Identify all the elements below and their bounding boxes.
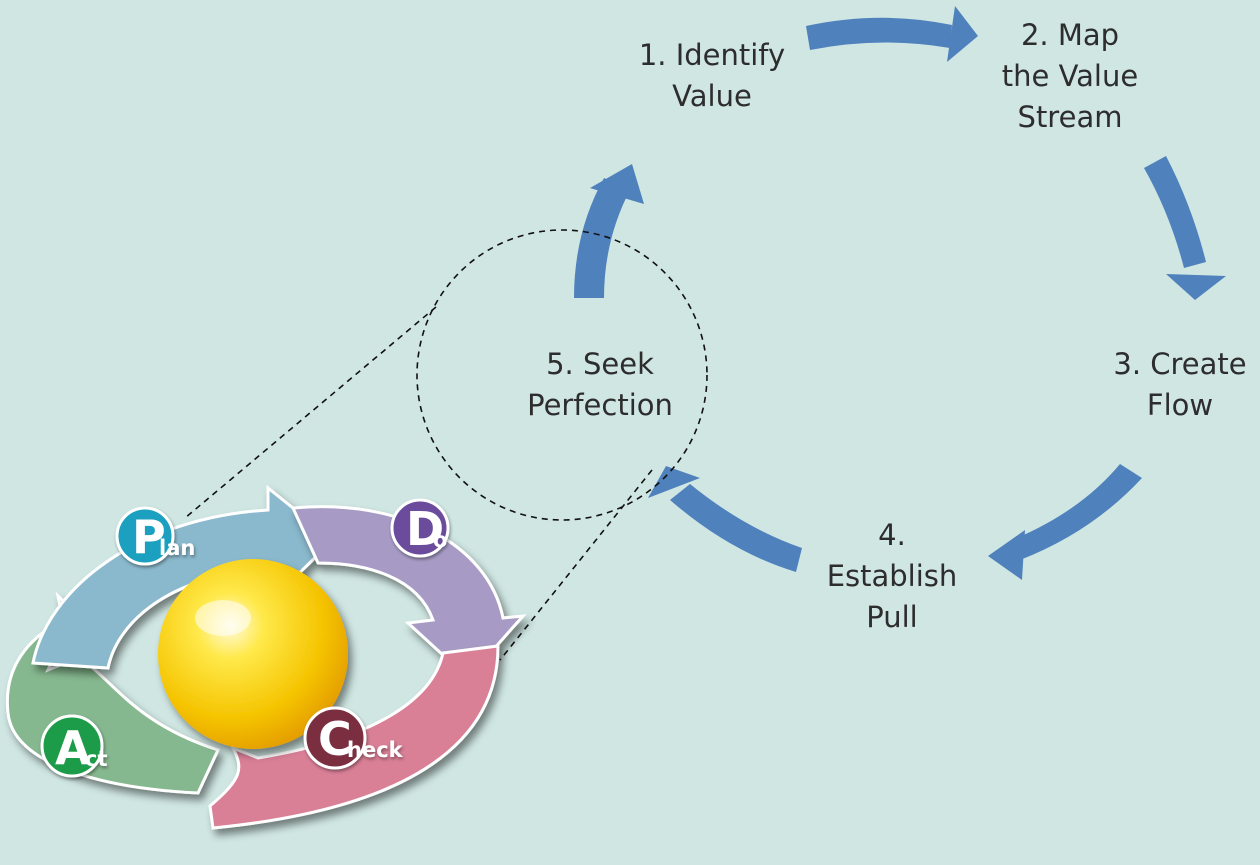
pdca-do-arrow — [290, 505, 527, 681]
step-4-line-1: 4. — [878, 518, 906, 552]
lean-cycle-arrows — [574, 6, 1226, 580]
step-1-identify-value: 1. Identify Value — [612, 35, 812, 117]
step-1-line-1: 1. Identify — [638, 38, 786, 72]
plan-badge-initial: P — [132, 510, 166, 564]
zoom-indicator — [184, 229, 708, 661]
arrow-identify-to-map — [806, 6, 978, 62]
step-3-create-flow: 3. Create Flow — [1100, 344, 1260, 426]
arrow-flow-to-pull — [988, 464, 1142, 580]
do-badge-rest: o — [433, 528, 447, 552]
step-4-establish-pull: 4. Establish Pull — [792, 515, 992, 638]
step-2-map-value-stream: 2. Map the Value Stream — [970, 15, 1170, 138]
act-badge-initial: A — [55, 721, 91, 775]
do-badge: D o — [390, 498, 450, 558]
step-4-line-2: Establish — [826, 559, 958, 593]
step-5-line-1: 5. Seek — [546, 347, 654, 381]
act-badge: A ct — [40, 714, 108, 778]
check-badge-rest: heck — [347, 738, 404, 762]
do-badge-initial: D — [406, 502, 444, 556]
zoom-connector-upper — [184, 306, 437, 519]
zoom-connector-lower — [499, 469, 653, 661]
plan-badge-rest: lan — [159, 536, 195, 560]
step-4-line-3: Pull — [866, 600, 918, 634]
step-2-line-1: 2. Map — [1020, 18, 1120, 52]
arrow-pull-to-perfection — [648, 466, 802, 572]
step-2-line-3: Stream — [1017, 100, 1123, 134]
check-badge: C heck — [303, 706, 404, 770]
check-badge-initial: C — [318, 712, 352, 766]
pdca-plan-arrow — [31, 484, 336, 670]
plan-badge: P lan — [115, 506, 195, 566]
step-3-line-1: 3. Create — [1113, 347, 1247, 381]
pdca-cycle: P lan D o C heck A ct — [5, 484, 527, 830]
step-3-line-2: Flow — [1146, 388, 1214, 422]
step-5-line-2: Perfection — [527, 388, 673, 422]
arrow-perfection-to-identify — [574, 164, 644, 298]
arrow-map-to-flow — [1144, 156, 1226, 300]
sphere-highlight — [195, 600, 251, 636]
step-2-line-2: the Value — [1001, 59, 1139, 93]
step-5-seek-perfection: 5. Seek Perfection — [500, 344, 700, 426]
act-badge-rest: ct — [85, 747, 108, 771]
zoom-circle — [416, 229, 708, 521]
step-1-line-2: Value — [672, 79, 752, 113]
